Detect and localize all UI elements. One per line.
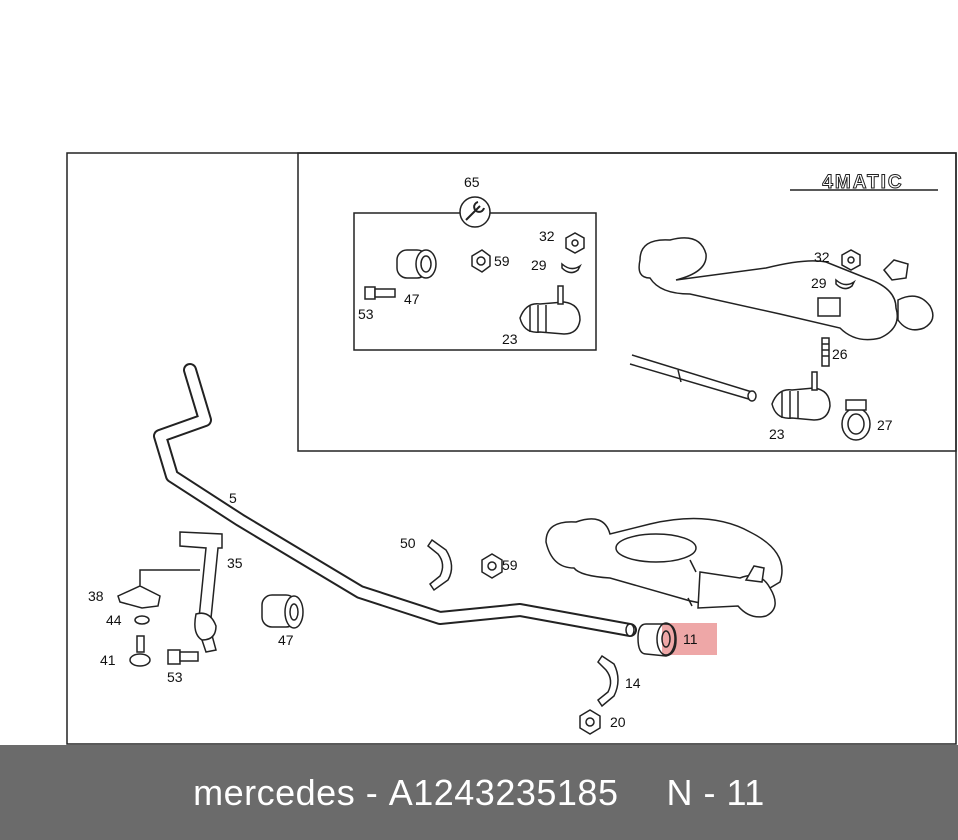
washer-44 (134, 615, 150, 625)
nut-59 (481, 553, 503, 579)
clamp-50 (426, 538, 453, 592)
callout-labels: 65 32 59 29 47 53 23 32 29 26 23 27 5 35… (88, 174, 893, 730)
clamp-14 (596, 654, 619, 708)
4matic-badge: 4MATIC (790, 172, 938, 194)
callout-53: 53 (167, 669, 183, 685)
callout-11: 11 (683, 631, 698, 647)
callout-47: 47 (404, 291, 420, 307)
callout-23: 23 (769, 426, 785, 442)
inset-stud-26 (821, 337, 830, 367)
callout-65: 65 (464, 174, 480, 190)
inset-control-arm (638, 237, 934, 341)
footer-part-number: A1243235185 (388, 771, 619, 813)
bracket-35 (179, 531, 223, 653)
inset-joint-23 (771, 371, 831, 421)
callout-47: 47 (278, 632, 294, 648)
bolt-41 (129, 635, 151, 667)
bushing-11 (637, 622, 677, 657)
kit-joint-23 (519, 285, 581, 335)
inset-nut-32 (841, 249, 861, 271)
bracket-38 (117, 569, 200, 609)
inset-clip-29 (835, 278, 856, 290)
callout-14: 14 (625, 675, 641, 691)
callout-29: 29 (531, 257, 547, 273)
callout-59: 59 (502, 557, 518, 573)
kit-nut-32 (565, 232, 585, 254)
part-footer: mercedes - A1243235185 N - 11 (0, 745, 958, 840)
footer-position-label: N - 11 (666, 771, 765, 813)
callout-23: 23 (502, 331, 518, 347)
callout-5: 5 (229, 490, 237, 506)
kit-bolt-53 (364, 286, 396, 300)
inset-clamp-27 (841, 399, 871, 441)
callout-41: 41 (100, 652, 116, 668)
callout-32: 32 (814, 249, 830, 265)
bushing-47 (261, 594, 304, 629)
callout-27: 27 (877, 417, 893, 433)
callout-35: 35 (227, 555, 243, 571)
bolt-53 (167, 649, 199, 665)
kit-nut-59 (471, 249, 491, 273)
callout-26: 26 (832, 346, 848, 362)
callout-32: 32 (539, 228, 555, 244)
callout-44: 44 (106, 612, 122, 628)
nut-20 (579, 709, 601, 735)
callout-53: 53 (358, 306, 374, 322)
callout-29: 29 (811, 275, 827, 291)
inset-shaft (629, 354, 757, 402)
wrench-icon (459, 196, 491, 228)
footer-brand: mercedes (193, 771, 356, 813)
highlight-box-11 (662, 623, 717, 655)
callout-20: 20 (610, 714, 626, 730)
outer-frame (66, 152, 957, 745)
callout-50: 50 (400, 535, 416, 551)
parts-diagram: 4MATIC (66, 152, 957, 745)
control-arm (545, 517, 783, 618)
inset-frame-4matic (297, 152, 957, 452)
4matic-badge-text: 4MATIC (822, 172, 903, 193)
kit-bushing-47 (396, 249, 437, 279)
footer-separator: - (365, 771, 379, 813)
callout-59: 59 (494, 253, 510, 269)
kit-clip-29 (561, 262, 582, 274)
callout-38: 38 (88, 588, 104, 604)
